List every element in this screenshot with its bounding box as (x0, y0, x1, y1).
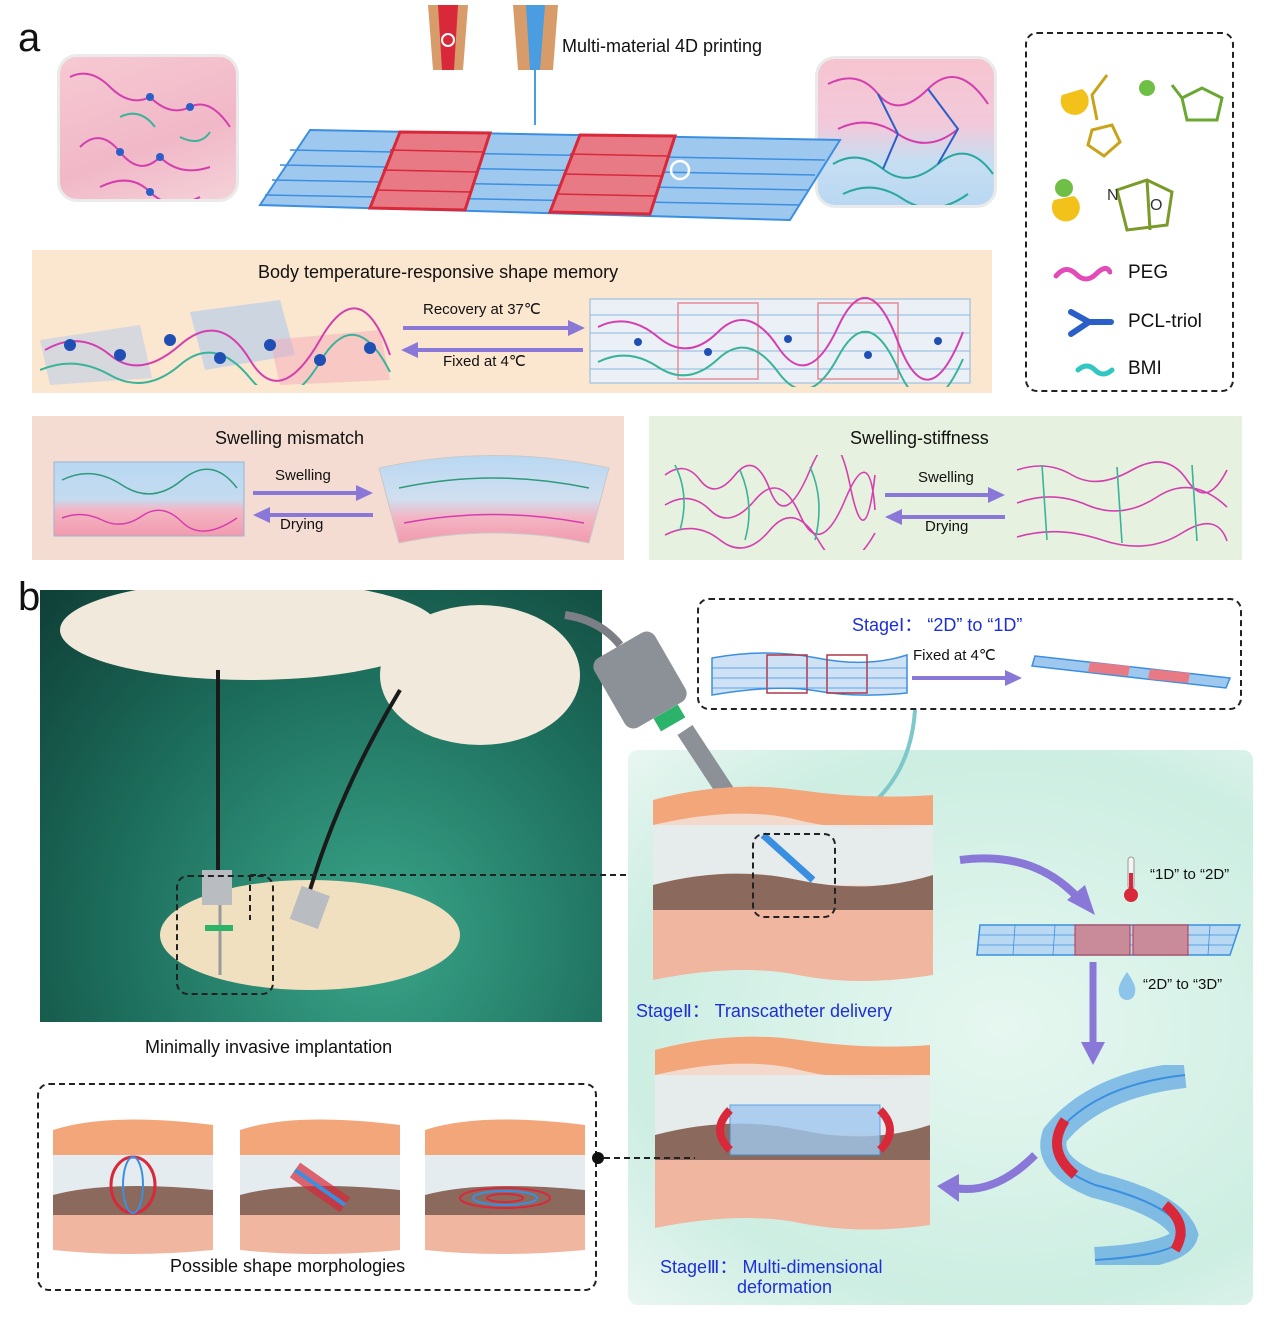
stiffness-dry-network (664, 455, 876, 550)
legend-box (1025, 32, 1234, 392)
stiffness-swelling-label: Swelling (918, 469, 974, 486)
mismatch-arrows (253, 485, 373, 523)
curved-arrow-to-stage3 (937, 1152, 1038, 1202)
stiffness-drying-label: Drying (925, 518, 969, 535)
fixed-network (40, 300, 391, 385)
stage2-tissue-block (653, 786, 933, 981)
surgery-illustration (60, 590, 580, 990)
mismatch-curved-bilayer (378, 455, 610, 544)
step-1d-2d-label: “1D” to “2D” (1150, 866, 1230, 883)
fixed-label: Fixed at 4℃ (443, 353, 526, 370)
stage1-flat-mesh (711, 652, 908, 696)
morph-connector (592, 1152, 695, 1164)
legend-peg-icon (1053, 266, 1112, 282)
shape-memory-arrows (401, 320, 585, 358)
stage3-tissue-block (655, 1036, 930, 1230)
stage1-title: StageⅠ： “2D” to “1D” (852, 615, 1023, 635)
morphologies-box (37, 1083, 597, 1291)
legend-bmi-icon (1075, 363, 1115, 377)
swelling-stiffness-title: Swelling-stiffness (850, 428, 989, 448)
chemistry-structures: N O (1051, 74, 1224, 232)
legend-peg-label: PEG (1128, 262, 1169, 283)
svg-text:O: O (1150, 197, 1162, 214)
network-pattern-right (827, 76, 994, 205)
s-shaped-3d-mesh (1040, 1065, 1199, 1265)
stage3-title-line1: StageⅢ： Multi-dimensional (660, 1257, 883, 1277)
network-pattern-left (69, 72, 231, 199)
implant-caption: Minimally invasive implantation (145, 1037, 393, 1057)
legend-bmi-label: BMI (1128, 358, 1162, 379)
down-arrow-2d-3d (1081, 962, 1105, 1065)
stage2-title: StageⅡ： Transcatheter delivery (636, 1001, 892, 1021)
morphologies-caption: Possible shape morphologies (170, 1256, 406, 1276)
network-zoom-left (57, 54, 239, 202)
mismatch-drying-label: Drying (280, 516, 324, 533)
panel-letter-b: b (18, 575, 41, 619)
swelling-mismatch-title: Swelling mismatch (215, 428, 365, 448)
morphology-spiral (425, 1119, 585, 1254)
panel-letter-a: a (18, 16, 41, 60)
water-drop-icon (1118, 972, 1136, 1000)
flat-2d-mesh (976, 924, 1242, 956)
morphology-cage (53, 1119, 213, 1254)
stage1-arrow-label: Fixed at 4℃ (913, 647, 996, 664)
mismatch-flat-bilayer (53, 461, 245, 537)
legend-pcl-icon (1068, 309, 1114, 337)
shape-memory-title: Body temperature-responsive shape memory (258, 262, 619, 282)
stiffness-swollen-network (1016, 461, 1228, 547)
surgery-scene (40, 590, 602, 1022)
swelling-stiffness-box (649, 416, 1242, 560)
legend-pcl-label: PCL-triol (1128, 311, 1202, 332)
thermometer-icon (1124, 856, 1138, 902)
insertion-zoom-box (176, 875, 274, 995)
svg-text:N: N (1107, 187, 1119, 204)
network-zoom-right (815, 56, 997, 208)
printing-label: Multi-material 4D printing (562, 36, 763, 56)
print-nozzles (428, 5, 558, 125)
stage1-rolled-mesh (1031, 655, 1232, 689)
recovered-network (589, 297, 971, 387)
recovery-label: Recovery at 37℃ (423, 301, 541, 318)
stage2-zoom-box (752, 833, 836, 918)
stiffness-arrows (885, 487, 1005, 525)
step-2d-3d-label: “2D” to “3D” (1143, 976, 1223, 993)
morphology-tube (240, 1119, 400, 1254)
curved-arrow-1d-2d (959, 854, 1095, 915)
stage1-arrow (912, 670, 1022, 686)
printed-scaffold (258, 128, 842, 222)
mismatch-swelling-label: Swelling (275, 467, 331, 484)
stage3-title-line2: deformation (737, 1277, 833, 1297)
stage1-box (697, 598, 1242, 710)
